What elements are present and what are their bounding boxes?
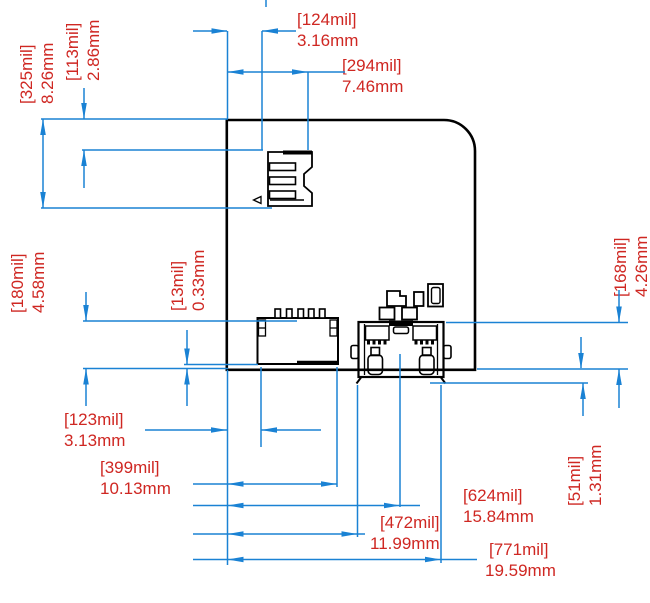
usb-side-tab-left <box>350 344 360 360</box>
usb-shield-latch-left <box>364 325 390 345</box>
usb-foot-left <box>355 376 362 385</box>
microusb-connector <box>350 320 452 385</box>
dim-value-mm: 3.13mm <box>64 431 126 450</box>
usb-shield-latch-right <box>412 325 438 345</box>
smd-pad-right <box>401 306 418 321</box>
board-outline <box>225 118 477 372</box>
header-connector-pins <box>274 308 326 319</box>
dim-label-168mil: [168mil] 4.26mm <box>610 213 650 297</box>
dim-value-mil: [624mil] <box>463 486 523 505</box>
dim-value-mil: [113mil] <box>63 22 82 81</box>
dim-label-123mil: [123mil] 3.13mm <box>64 409 125 451</box>
dim-label-771mil: [771mil] 19.59mm <box>485 539 556 581</box>
dim-value-mm: 15.84mm <box>463 507 534 526</box>
dim-label-13mil: [13mil] 0.33mm <box>167 241 209 311</box>
dim-value-mil: [13mil] <box>168 260 187 311</box>
smd-part-tall <box>427 283 444 308</box>
dim-label-399mil: [399mil] 10.13mm <box>100 457 171 499</box>
dim-label-624mil: [624mil] 15.84mm <box>463 485 534 527</box>
dim-value-mil: [124mil] <box>297 10 357 29</box>
dim-value-mm: 8.26mm <box>38 42 57 104</box>
smd-pad-left <box>378 306 396 321</box>
smd-components <box>378 283 444 321</box>
dim-value-mil: [168mil] <box>611 237 630 297</box>
card-connector-pins <box>268 162 297 200</box>
dim-label-294mil: [294mil] 7.46mm <box>342 55 403 97</box>
usb-side-tab-right <box>442 344 452 360</box>
dim-value-mil: [771mil] <box>489 540 549 559</box>
smd-part-notched <box>386 290 407 307</box>
pin1-marker-icon <box>251 195 262 205</box>
dim-label-325mil: [325mil] 8.26mm <box>16 8 58 104</box>
dim-value-mil: [399mil] <box>100 458 160 477</box>
dim-value-mm: 4.26mm <box>632 235 650 297</box>
dim-label-113mil: [113mil] 2.86mm <box>62 9 104 81</box>
header-connector-clips <box>257 319 338 337</box>
dim-value-mil: [123mil] <box>64 410 124 429</box>
header-connector <box>256 308 339 365</box>
dim-label-124mil: [124mil] 3.16mm <box>297 9 358 51</box>
dim-label-180mil: [180mil] 4.58mm <box>7 217 49 313</box>
dim-value-mm: 10.13mm <box>100 479 171 498</box>
usb-center-tab <box>389 320 413 326</box>
usb-foot-right <box>440 376 447 385</box>
dim-value-mil: [180mil] <box>8 253 27 313</box>
dim-label-51mil: [51mil] 1.31mm <box>564 419 606 506</box>
usb-mounting-holes <box>367 346 435 376</box>
smd-part-small <box>413 291 425 307</box>
card-connector <box>251 150 313 207</box>
dim-value-mm: 11.99mm <box>370 534 440 553</box>
dim-value-mm: 2.86mm <box>84 19 103 81</box>
dim-value-mm: 3.16mm <box>297 31 359 50</box>
dim-value-mm: 1.31mm <box>586 444 605 506</box>
dim-value-mm: 19.59mm <box>485 561 556 580</box>
dim-value-mm: 7.46mm <box>342 77 404 96</box>
dim-value-mil: [294mil] <box>342 56 402 75</box>
dim-value-mm: 0.33mm <box>189 249 208 311</box>
dim-value-mm: 4.58mm <box>29 251 48 313</box>
dim-label-472mil: [472mil] 11.99mm <box>370 512 440 554</box>
dim-value-mil: [472mil] <box>380 513 440 532</box>
dim-value-mil: [325mil] <box>17 44 36 104</box>
dim-value-mil: [51mil] <box>565 455 584 506</box>
